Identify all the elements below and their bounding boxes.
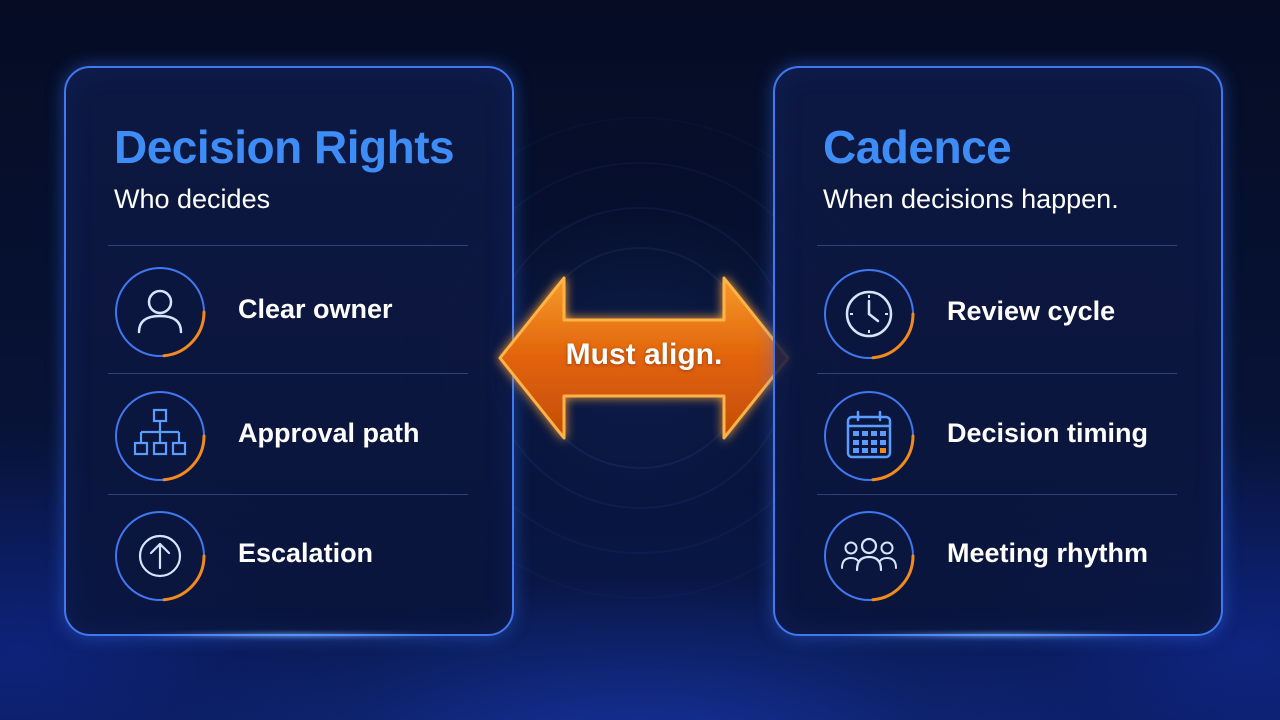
item-label: Decision timing — [947, 418, 1149, 448]
group-icon — [821, 508, 917, 604]
list-item-review-cycle: Review cycle — [817, 266, 1177, 366]
calendar-icon — [821, 388, 917, 484]
double-arrow-icon: Must align. — [494, 272, 794, 444]
panel-subtitle: Who decides — [114, 184, 271, 214]
divider — [817, 373, 1177, 374]
list-item-decision-timing: Decision timing — [817, 388, 1177, 488]
item-label: Approval path — [238, 418, 420, 448]
item-label: Meeting rhythm — [947, 538, 1149, 568]
divider — [817, 245, 1177, 246]
list-item-approval-path: Approval path — [108, 388, 468, 488]
divider — [108, 494, 468, 495]
divider — [817, 494, 1177, 495]
list-item-escalation: Escalation — [108, 508, 468, 608]
panel-title: Cadence — [823, 121, 1012, 173]
clock-icon — [821, 266, 917, 362]
panel-title: Decision Rights — [114, 121, 455, 173]
list-item-meeting-rhythm: Meeting rhythm — [817, 508, 1177, 608]
list-item-clear-owner: Clear owner — [108, 264, 468, 364]
item-label: Escalation — [238, 538, 374, 568]
connector-label: Must align. — [565, 338, 723, 371]
hierarchy-icon — [112, 388, 208, 484]
decision-rights-panel: Decision Rights Who decides Clear owner — [64, 66, 514, 636]
item-label: Review cycle — [947, 296, 1116, 326]
item-label: Clear owner — [238, 294, 393, 324]
arrow-up-icon — [112, 508, 208, 604]
person-icon — [112, 264, 208, 360]
divider — [108, 245, 468, 246]
divider — [108, 373, 468, 374]
cadence-panel: Cadence When decisions happen. Review cy… — [773, 66, 1223, 636]
panel-subtitle: When decisions happen. — [823, 184, 1119, 214]
